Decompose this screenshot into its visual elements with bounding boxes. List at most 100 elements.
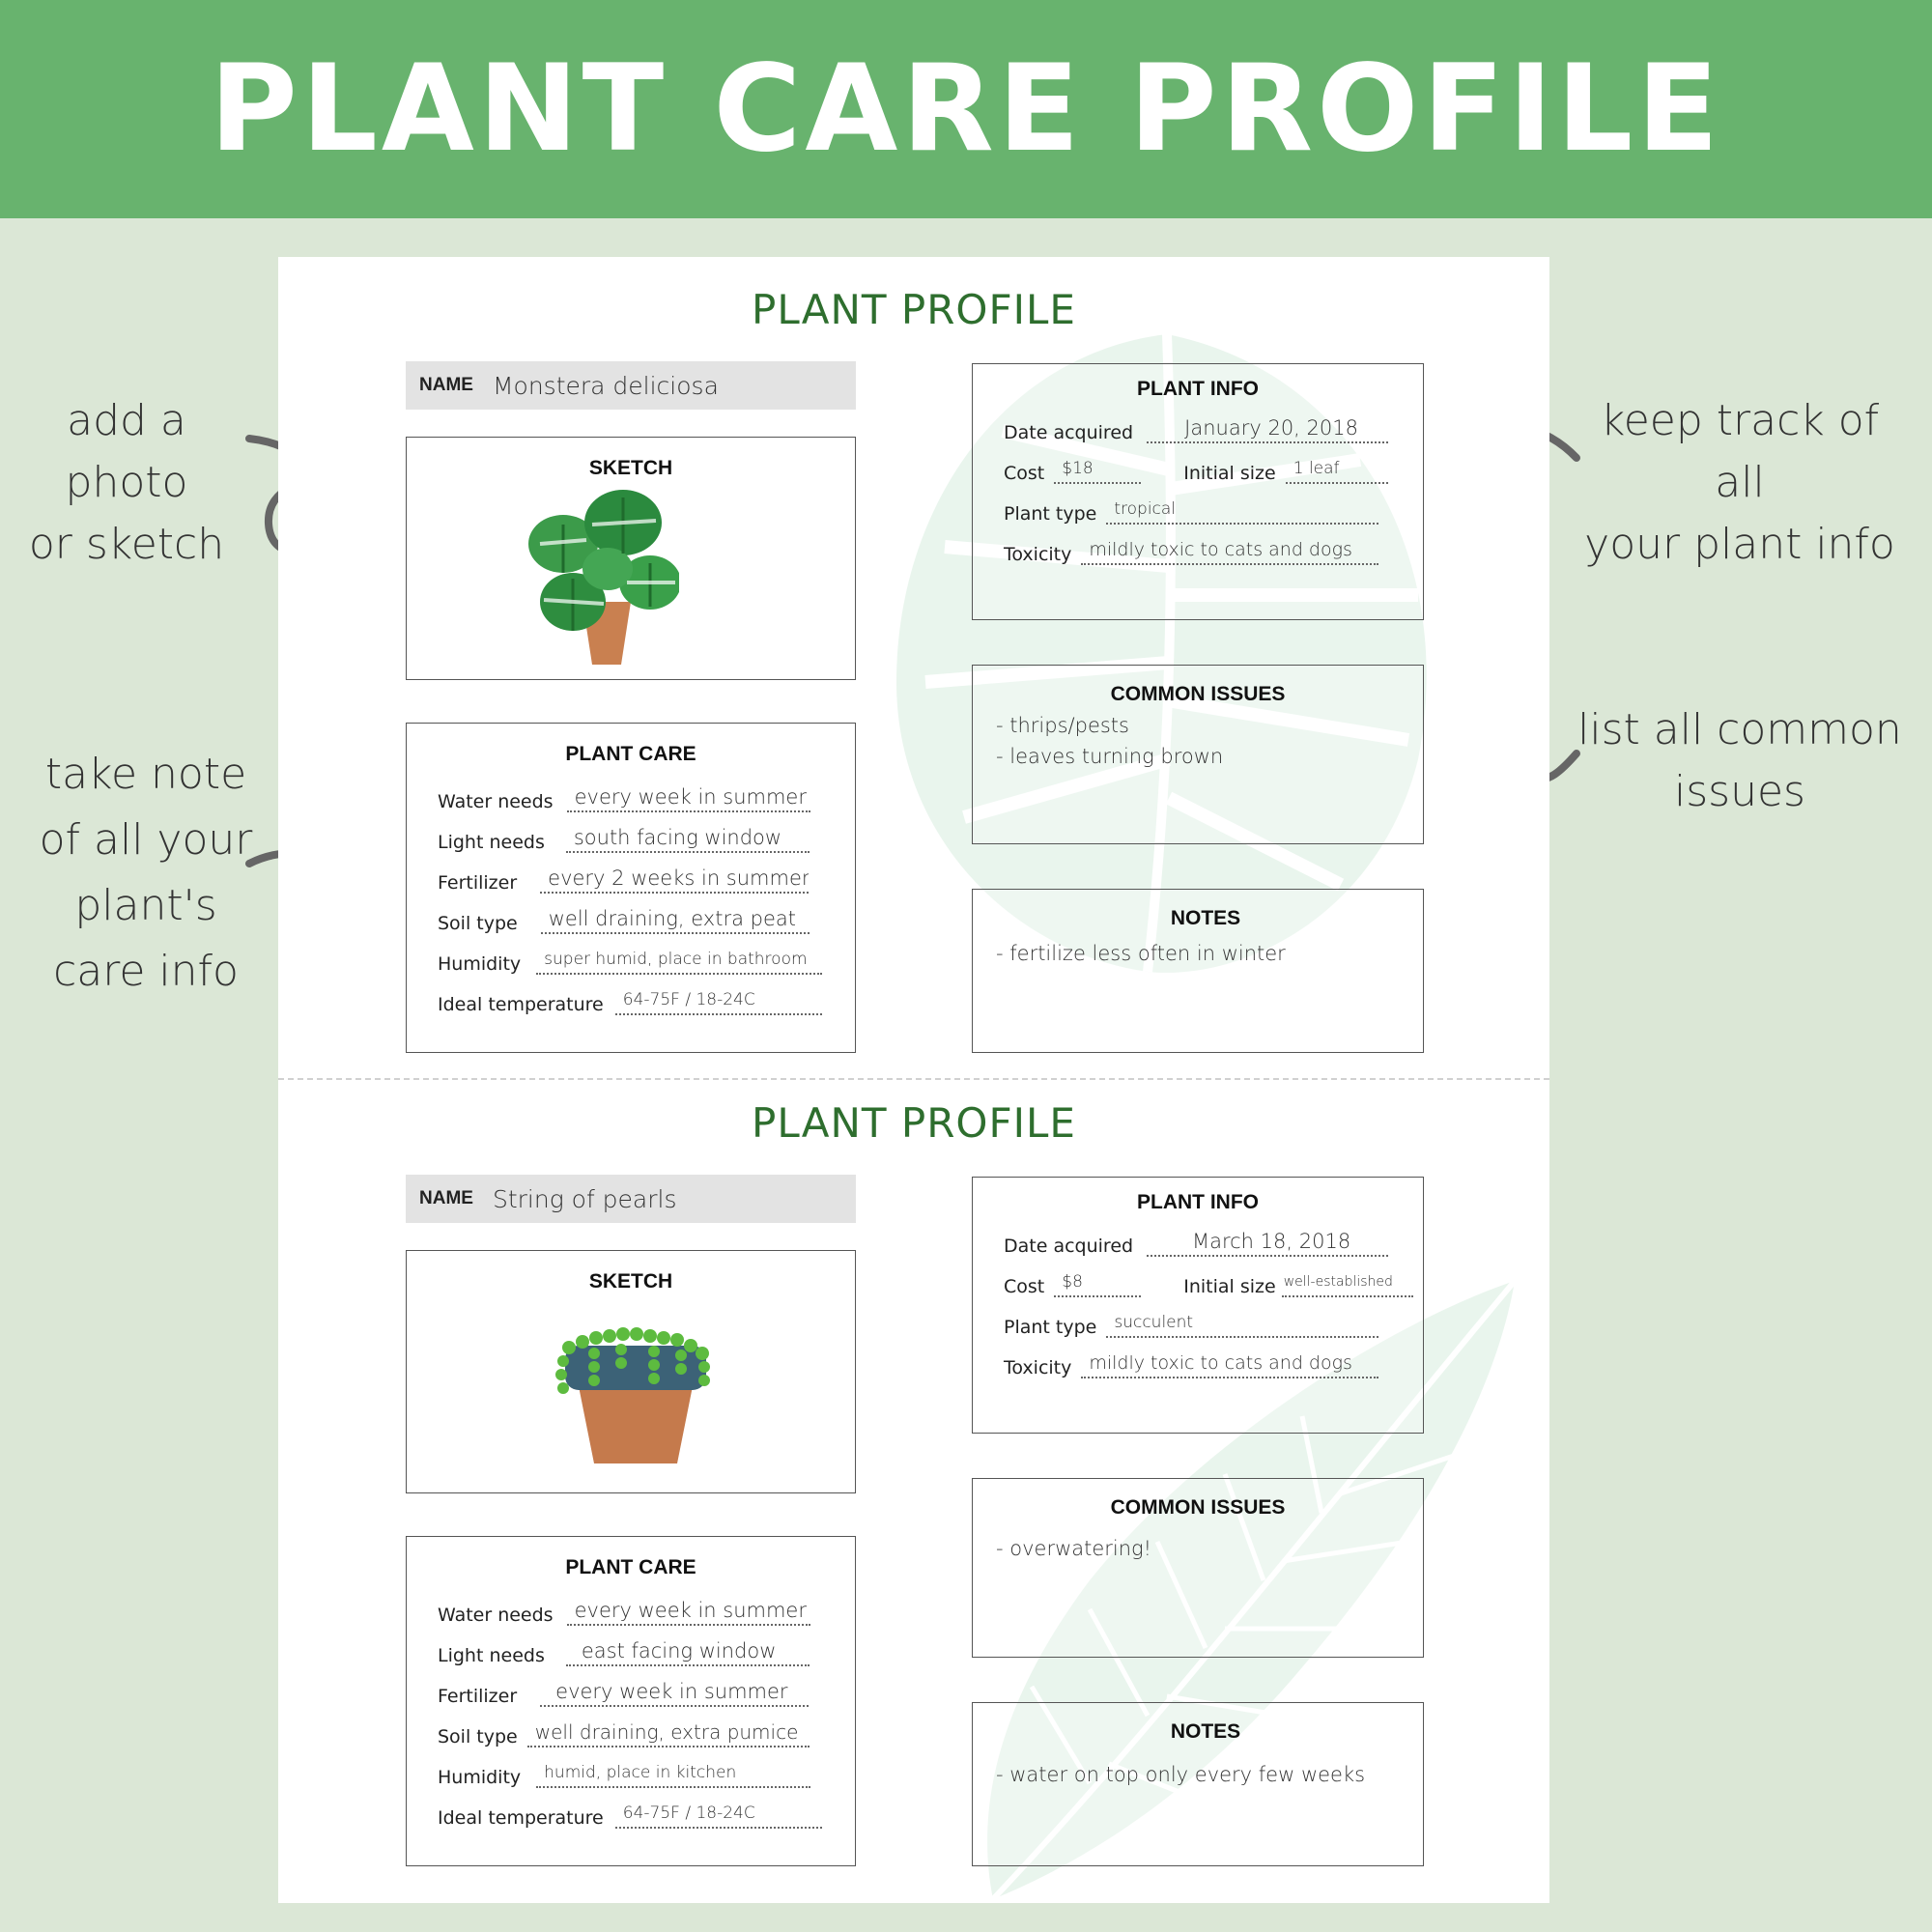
care-row-soil: Soil type well draining, extra peat xyxy=(438,905,810,934)
info-row-date: Date acquired March 18, 2018 xyxy=(1004,1228,1389,1257)
info-label: Toxicity xyxy=(1004,544,1072,565)
plant-type-input[interactable]: tropical xyxy=(1106,496,1379,525)
common-issues-title: COMMON ISSUES xyxy=(1110,1496,1286,1519)
plant-type-input[interactable]: succulent xyxy=(1106,1309,1379,1338)
name-label: NAME xyxy=(419,1188,473,1208)
toxicity-input[interactable]: mildly toxic to cats and dogs xyxy=(1081,1350,1379,1378)
plant-info-title: PLANT INFO xyxy=(1137,378,1259,400)
plant-info-box: PLANT INFO Date acquired January 20, 201… xyxy=(972,363,1424,620)
care-value-input[interactable]: well draining, extra peat xyxy=(540,905,810,934)
plant-care-box: PLANT CARE Water needs every week in sum… xyxy=(406,1536,856,1866)
notes-title: NOTES xyxy=(1170,1720,1241,1743)
annotation-line: keep track of all xyxy=(1600,396,1880,507)
info-row-toxicity: Toxicity mildly toxic to cats and dogs xyxy=(1004,1350,1379,1378)
initial-size-input[interactable]: 1 leaf xyxy=(1285,455,1388,484)
care-value-input[interactable]: well draining, extra pumice xyxy=(526,1719,810,1747)
care-label: Soil type xyxy=(438,913,518,934)
care-row-fertilizer: Fertilizer every 2 weeks in summer xyxy=(438,865,810,894)
list-item: - fertilize less often in winter xyxy=(996,942,1286,965)
info-row-type: Plant type tropical xyxy=(1004,496,1379,525)
care-value-input[interactable]: every week in summer xyxy=(566,783,810,812)
notes-list: - fertilize less often in winter xyxy=(996,938,1286,969)
care-label: Light needs xyxy=(438,832,545,853)
care-value-input[interactable]: every week in summer xyxy=(540,1678,810,1707)
info-label: Cost xyxy=(1004,1276,1045,1297)
notes-box[interactable]: NOTES - water on top only every few week… xyxy=(972,1702,1424,1866)
name-value: String of pearls xyxy=(492,1184,677,1213)
annotation-line: care info xyxy=(53,947,239,996)
care-row-humidity: Humidity super humid, place in bathroom xyxy=(438,946,823,975)
list-item: - water on top only every few weeks xyxy=(996,1763,1366,1786)
list-item: - overwatering! xyxy=(996,1537,1152,1560)
care-row-humidity: Humidity humid, place in kitchen xyxy=(438,1759,811,1788)
care-value-input[interactable]: every 2 weeks in summer xyxy=(540,865,810,894)
sketch-box[interactable]: SKETCH xyxy=(406,1250,856,1493)
annotation-line: your plant info xyxy=(1584,520,1895,569)
plant-profile-2: PLANT PROFILE NAME String of pearls SKET… xyxy=(278,1070,1549,1891)
profile-title: PLANT PROFILE xyxy=(752,286,1076,333)
care-label: Fertilizer xyxy=(438,872,518,894)
sketch-box[interactable]: SKETCH xyxy=(406,437,856,680)
care-value-input[interactable]: 64-75F / 18-24C xyxy=(614,986,822,1015)
info-label: Toxicity xyxy=(1004,1357,1072,1378)
care-label: Humidity xyxy=(438,1767,522,1788)
notes-box[interactable]: NOTES - fertilize less often in winter xyxy=(972,889,1424,1053)
issues-list: - overwatering! xyxy=(996,1533,1151,1564)
date-acquired-input[interactable]: March 18, 2018 xyxy=(1147,1228,1389,1257)
sketch-title: SKETCH xyxy=(588,457,673,479)
notes-list: - water on top only every few weeks xyxy=(996,1759,1365,1790)
care-label: Water needs xyxy=(438,791,554,812)
info-label: Initial size xyxy=(1183,463,1276,484)
initial-size-input[interactable]: well-established xyxy=(1281,1268,1413,1297)
cost-input[interactable]: $18 xyxy=(1054,455,1142,484)
care-value-input[interactable]: every week in summer xyxy=(566,1597,810,1626)
care-value-input[interactable]: east facing window xyxy=(565,1637,810,1666)
info-label: Initial size xyxy=(1183,1276,1276,1297)
annotation-line: of all your xyxy=(39,815,253,865)
issues-list: - thrips/pests - leaves turning brown xyxy=(996,710,1223,772)
care-label: Ideal temperature xyxy=(438,994,604,1015)
list-item: - thrips/pests xyxy=(996,714,1129,737)
monstera-plant-icon xyxy=(528,490,679,665)
care-label: Humidity xyxy=(438,953,522,975)
care-row-temperature: Ideal temperature 64-75F / 18-24C xyxy=(438,1800,822,1829)
info-row-toxicity: Toxicity mildly toxic to cats and dogs xyxy=(1004,536,1379,565)
name-label: NAME xyxy=(419,375,473,395)
info-row-cost-size: Cost $8 Initial size well-established xyxy=(1004,1268,1413,1297)
care-label: Light needs xyxy=(438,1645,545,1666)
info-row-date: Date acquired January 20, 2018 xyxy=(1004,414,1389,443)
care-value-input[interactable]: super humid, place in bathroom xyxy=(536,946,823,975)
care-value-input[interactable]: 64-75F / 18-24C xyxy=(614,1800,822,1829)
care-value-input[interactable]: humid, place in kitchen xyxy=(536,1759,811,1788)
care-label: Ideal temperature xyxy=(438,1807,604,1829)
info-label: Date acquired xyxy=(1004,422,1134,443)
header-banner: PLANT CARE PROFILE xyxy=(0,0,1932,218)
name-value: Monstera deliciosa xyxy=(492,371,719,400)
notes-title: NOTES xyxy=(1170,907,1241,929)
care-value-input[interactable]: south facing window xyxy=(565,824,810,853)
date-acquired-input[interactable]: January 20, 2018 xyxy=(1147,414,1389,443)
cost-input[interactable]: $8 xyxy=(1054,1268,1142,1297)
list-item: - leaves turning brown xyxy=(996,745,1224,768)
info-label: Plant type xyxy=(1004,1317,1097,1338)
plant-profile-1: PLANT PROFILE NAME Monstera deliciosa SK… xyxy=(278,257,1549,1078)
annotation-line: issues xyxy=(1674,767,1805,816)
common-issues-box[interactable]: COMMON ISSUES - overwatering! xyxy=(972,1478,1424,1658)
name-field[interactable]: NAME String of pearls xyxy=(406,1175,856,1223)
info-row-cost-size: Cost $18 Initial size 1 leaf xyxy=(1004,455,1388,484)
care-row-water: Water needs every week in summer xyxy=(438,1597,810,1626)
annotation-care: take note of all your plant's care info xyxy=(19,742,272,1005)
care-row-water: Water needs every week in summer xyxy=(438,783,810,812)
care-label: Water needs xyxy=(438,1605,554,1626)
toxicity-input[interactable]: mildly toxic to cats and dogs xyxy=(1081,536,1379,565)
name-field[interactable]: NAME Monstera deliciosa xyxy=(406,361,856,410)
annotation-line: take note xyxy=(44,750,247,799)
common-issues-box[interactable]: COMMON ISSUES - thrips/pests - leaves tu… xyxy=(972,665,1424,844)
info-label: Plant type xyxy=(1004,503,1097,525)
care-label: Soil type xyxy=(438,1726,518,1747)
page-title: PLANT CARE PROFILE xyxy=(209,40,1723,179)
info-label: Cost xyxy=(1004,463,1045,484)
plant-info-box: PLANT INFO Date acquired March 18, 2018 … xyxy=(972,1177,1424,1434)
care-label: Fertilizer xyxy=(438,1686,518,1707)
plant-care-box: PLANT CARE Water needs every week in sum… xyxy=(406,723,856,1053)
